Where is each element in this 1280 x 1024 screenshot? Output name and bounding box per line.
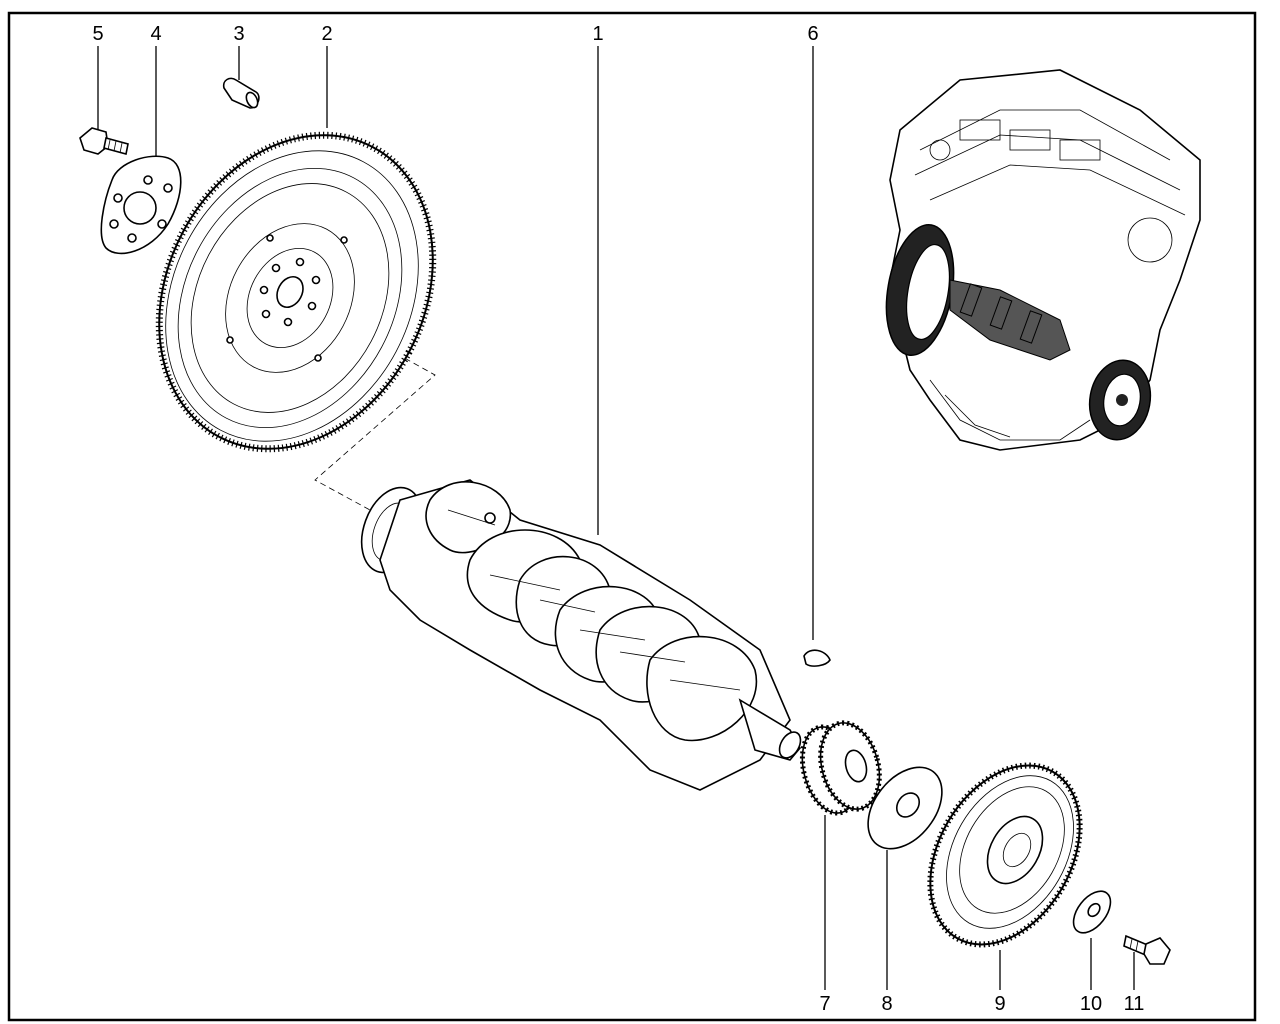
thrust-washer-part-8	[867, 766, 943, 850]
callout-1: 1	[592, 23, 603, 45]
callout-7: 7	[819, 993, 830, 1015]
reinforcement-plate-part-4	[100, 155, 182, 255]
washer-part-10	[1072, 890, 1112, 934]
woodruff-key-part-6	[803, 649, 831, 667]
callout-10: 10	[1080, 993, 1102, 1015]
callout-9: 9	[994, 993, 1005, 1015]
timing-sprocket-part-7	[799, 720, 882, 816]
callout-4: 4	[150, 23, 161, 45]
engine-location-illustration	[885, 69, 1201, 451]
callout-3: 3	[233, 23, 244, 45]
callout-5: 5	[92, 23, 103, 45]
callout-6: 6	[807, 23, 818, 45]
bolt-part-5	[79, 127, 129, 155]
callout-8: 8	[881, 993, 892, 1015]
crankshaft-pulley-part-9	[927, 762, 1083, 948]
callout-2: 2	[321, 23, 332, 45]
pulley-bolt-part-11	[1123, 934, 1171, 965]
callout-11: 11	[1124, 993, 1145, 1015]
diagram-border	[7, 11, 1257, 1022]
dowel-pin-part-3	[222, 77, 260, 109]
flywheel-part-2	[155, 131, 437, 453]
leader-lines	[97, 46, 1135, 990]
crankshaft-part-1	[360, 479, 802, 791]
